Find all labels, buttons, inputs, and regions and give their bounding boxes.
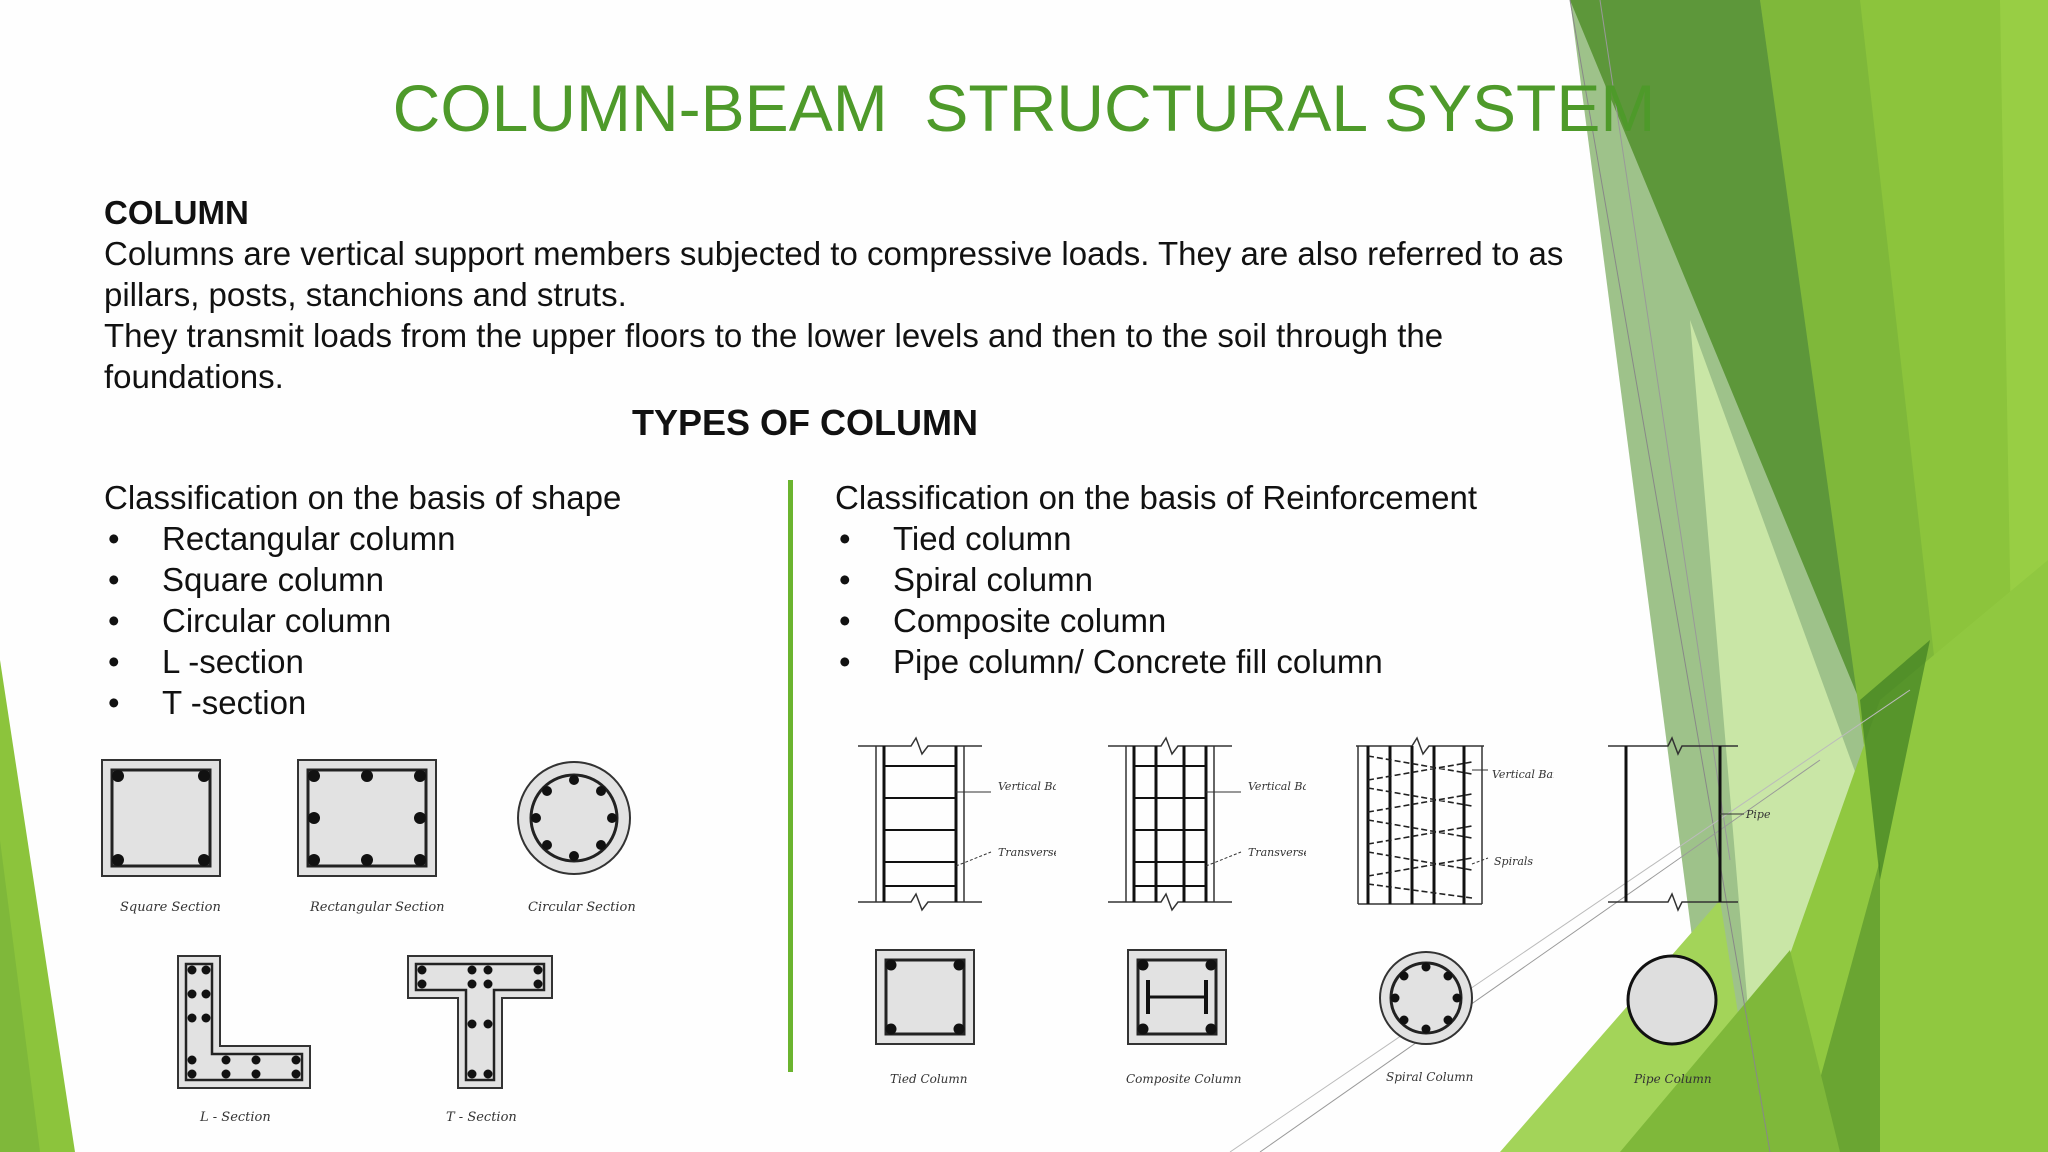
caption-l-section: L - Section — [200, 1110, 271, 1125]
composite-column-elevation: Vertical Bars Transverse Ties — [1106, 736, 1306, 916]
column-description: COLUMN Columns are vertical support memb… — [104, 192, 1604, 397]
caption-rectangular-section: Rectangular Section — [310, 900, 445, 915]
list-item: T -section — [104, 682, 621, 723]
spiral-column-elevation: Vertical Bars Spirals — [1354, 734, 1554, 918]
reinforcement-classification: Classification on the basis of Reinforce… — [835, 477, 1477, 682]
shape-classification: Classification on the basis of shape Rec… — [104, 477, 621, 723]
pipe-column-elevation: Pipe — [1604, 736, 1774, 916]
shape-heading: Classification on the basis of shape — [104, 479, 622, 516]
tied-column-section — [874, 948, 978, 1048]
caption-composite-column: Composite Column — [1126, 1072, 1242, 1086]
label-pipe: Pipe — [1745, 808, 1771, 821]
l-section-figure — [176, 954, 312, 1092]
tied-column-elevation: Vertical Bars Transverse Ties — [856, 736, 1056, 916]
list-item: Rectangular column — [104, 518, 621, 559]
caption-tied-column: Tied Column — [890, 1072, 968, 1086]
list-item: Composite column — [835, 600, 1477, 641]
paragraph-definition: Columns are vertical support members sub… — [104, 235, 1564, 313]
reinforcement-heading: Classification on the basis of Reinforce… — [835, 479, 1477, 516]
caption-t-section: T - Section — [446, 1110, 517, 1125]
paragraph-function: They transmit loads from the upper floor… — [104, 317, 1444, 395]
list-item: Pipe column/ Concrete fill column — [835, 641, 1477, 682]
caption-circular-section: Circular Section — [528, 900, 636, 915]
composite-column-section — [1126, 948, 1230, 1048]
caption-square-section: Square Section — [120, 900, 221, 915]
t-section-figure — [406, 954, 554, 1092]
column-heading: COLUMN — [104, 194, 249, 231]
label-transverse-ties: Transverse Ties — [1248, 846, 1306, 859]
list-item: L -section — [104, 641, 621, 682]
label-spirals: Spirals — [1494, 855, 1533, 868]
list-item: Spiral column — [835, 559, 1477, 600]
circular-section-figure — [514, 758, 634, 880]
spiral-column-section — [1376, 948, 1476, 1048]
pipe-column-section — [1622, 952, 1722, 1048]
types-of-column-heading: TYPES OF COLUMN — [632, 402, 979, 443]
slide-title: COLUMN-BEAM STRUCTURAL SYSTEM — [392, 71, 1656, 145]
caption-pipe-column: Pipe Column — [1634, 1072, 1712, 1086]
rectangular-section-figure — [296, 758, 440, 880]
label-vertical-bars: Vertical Bars — [998, 780, 1056, 793]
list-item: Tied column — [835, 518, 1477, 559]
list-item: Circular column — [104, 600, 621, 641]
caption-spiral-column: Spiral Column — [1386, 1070, 1474, 1084]
label-vertical-bars: Vertical Bars — [1492, 768, 1554, 781]
list-item: Square column — [104, 559, 621, 600]
label-vertical-bars: Vertical Bars — [1248, 780, 1306, 793]
square-section-figure — [100, 758, 224, 880]
label-transverse-ties: Transverse Ties — [998, 846, 1056, 859]
column-divider — [788, 480, 793, 1072]
